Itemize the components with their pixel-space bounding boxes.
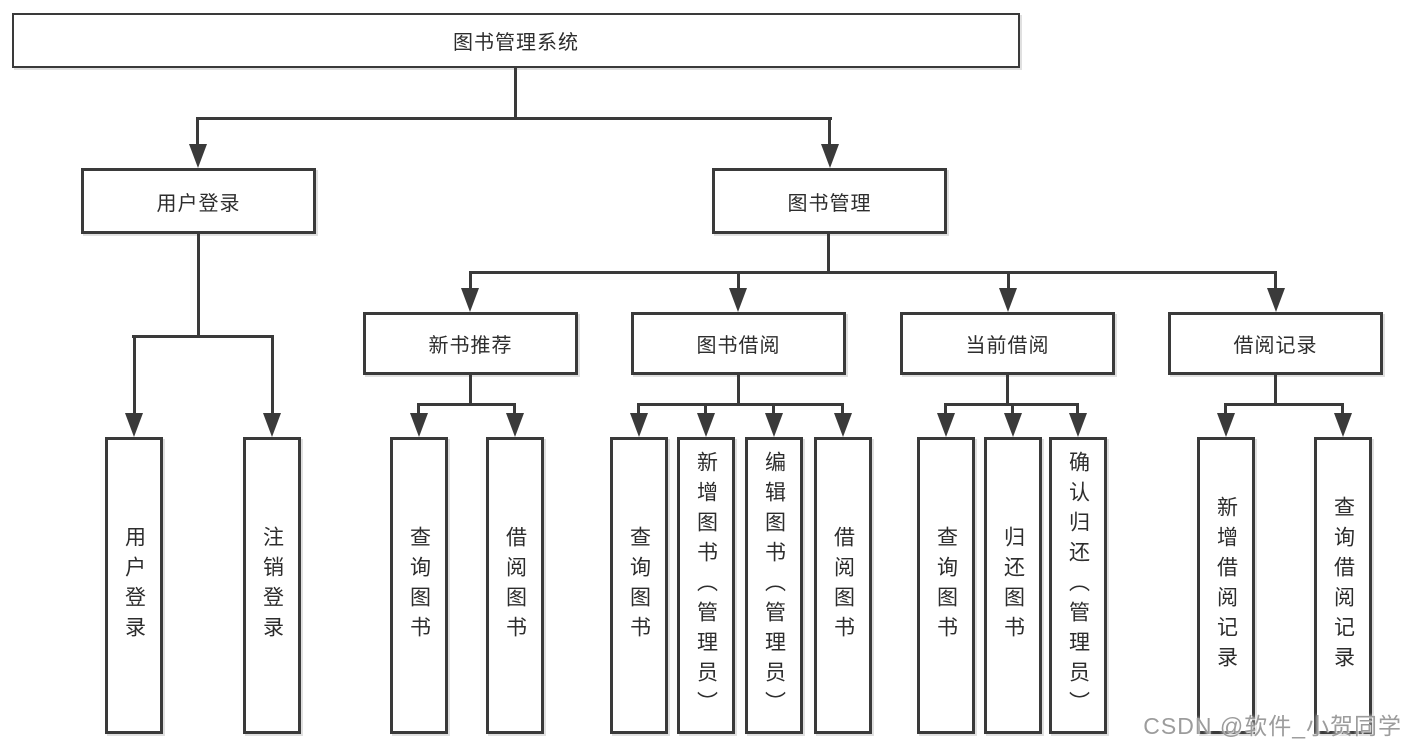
- node-current-borrowing: 当前借阅: [900, 312, 1115, 375]
- node-label: 借阅图书: [831, 525, 855, 646]
- node-leaf-user-login: 用户登录: [105, 437, 163, 734]
- node-leaf-borrow-books: 借阅图书: [814, 437, 872, 734]
- connector-line: [737, 271, 740, 288]
- arrowhead: [765, 413, 783, 437]
- arrowhead: [189, 144, 207, 168]
- arrowhead: [729, 288, 747, 312]
- arrowhead: [410, 413, 428, 437]
- arrowhead: [821, 144, 839, 168]
- connector-line: [197, 234, 200, 337]
- arrowhead: [1267, 288, 1285, 312]
- connector-line: [1076, 403, 1079, 413]
- connector-line: [638, 403, 844, 406]
- connector-line: [1274, 271, 1277, 288]
- node-label: 图书管理: [787, 192, 872, 215]
- node-book-borrowing: 图书借阅: [631, 312, 846, 375]
- arrowhead: [1004, 413, 1022, 437]
- connector-line: [196, 117, 832, 120]
- connector-line: [417, 403, 420, 413]
- node-label: 新增借阅记录: [1214, 495, 1238, 676]
- node-leaf-return-books: 归还图书: [984, 437, 1042, 734]
- connector-line: [513, 403, 516, 413]
- connector-line: [944, 403, 947, 413]
- connector-line: [1007, 271, 1010, 288]
- arrowhead: [697, 413, 715, 437]
- connector-line: [1224, 403, 1227, 413]
- node-borrowing-records: 借阅记录: [1168, 312, 1383, 375]
- node-leaf-confirm-return-admin: 确认归还（管理员）: [1049, 437, 1107, 734]
- connector-line: [469, 271, 472, 288]
- node-leaf-query-books-recommend: 查询图书: [390, 437, 448, 734]
- csdn-watermark: CSDN @软件_小贺同学: [1143, 713, 1402, 739]
- node-leaf-query-books-current: 查询图书: [917, 437, 975, 734]
- node-leaf-add-borrow-record: 新增借阅记录: [1197, 437, 1255, 734]
- arrowhead: [630, 413, 648, 437]
- connector-line: [1225, 403, 1344, 406]
- connector-line: [133, 335, 136, 413]
- node-label: 归还图书: [1001, 525, 1025, 646]
- connector-line: [196, 117, 199, 144]
- arrowhead: [999, 288, 1017, 312]
- node-label: 用户登录: [122, 525, 146, 646]
- node-leaf-borrow-books-recommend: 借阅图书: [486, 437, 544, 734]
- arrowhead: [263, 413, 281, 437]
- connector-line: [704, 403, 707, 413]
- node-book-management: 图书管理: [712, 168, 947, 234]
- connector-line: [271, 335, 274, 413]
- connector-line: [469, 271, 1277, 274]
- node-user-login: 用户登录: [81, 168, 316, 234]
- node-leaf-query-books-borrow: 查询图书: [610, 437, 668, 734]
- arrowhead: [461, 288, 479, 312]
- arrowhead: [1334, 413, 1352, 437]
- connector-line: [1011, 403, 1014, 413]
- connector-line: [772, 403, 775, 413]
- node-leaf-add-books-admin: 新增图书（管理员）: [677, 437, 735, 734]
- node-new-book-recommendation: 新书推荐: [363, 312, 578, 375]
- node-library-management-system: 图书管理系统: [12, 13, 1020, 68]
- connector-line: [418, 403, 516, 406]
- node-label: 图书管理系统: [453, 32, 579, 54]
- node-label: 新书推荐: [428, 335, 513, 357]
- connector-line: [827, 234, 830, 274]
- node-label: 确认归还（管理员）: [1066, 450, 1090, 721]
- arrowhead: [506, 413, 524, 437]
- connector-line: [828, 117, 831, 144]
- node-leaf-edit-books-admin: 编辑图书（管理员）: [745, 437, 803, 734]
- connector-line: [737, 375, 740, 406]
- node-label: 新增图书（管理员）: [694, 450, 718, 721]
- node-label: 注销登录: [260, 525, 284, 646]
- node-label: 查询图书: [934, 525, 958, 646]
- connector-line: [132, 335, 274, 338]
- connector-line: [1274, 375, 1277, 406]
- connector-line: [469, 375, 472, 406]
- node-label: 当前借阅: [965, 335, 1050, 357]
- node-leaf-logout: 注销登录: [243, 437, 301, 734]
- arrowhead: [1217, 413, 1235, 437]
- connector-line: [637, 403, 640, 413]
- connector-line: [1341, 403, 1344, 413]
- connector-line: [1006, 375, 1009, 406]
- node-label: 编辑图书（管理员）: [762, 450, 786, 721]
- connector-line: [514, 68, 517, 120]
- node-label: 借阅图书: [503, 525, 527, 646]
- node-label: 查询图书: [627, 525, 651, 646]
- node-label: 借阅记录: [1233, 335, 1318, 357]
- node-label: 查询图书: [407, 525, 431, 646]
- node-label: 查询借阅记录: [1331, 495, 1355, 676]
- arrowhead: [834, 413, 852, 437]
- arrowhead: [1069, 413, 1087, 437]
- arrowhead: [125, 413, 143, 437]
- arrowhead: [937, 413, 955, 437]
- node-leaf-query-borrow-record: 查询借阅记录: [1314, 437, 1372, 734]
- node-label: 用户登录: [156, 192, 241, 215]
- node-label: 图书借阅: [696, 335, 781, 357]
- connector-line: [841, 403, 844, 413]
